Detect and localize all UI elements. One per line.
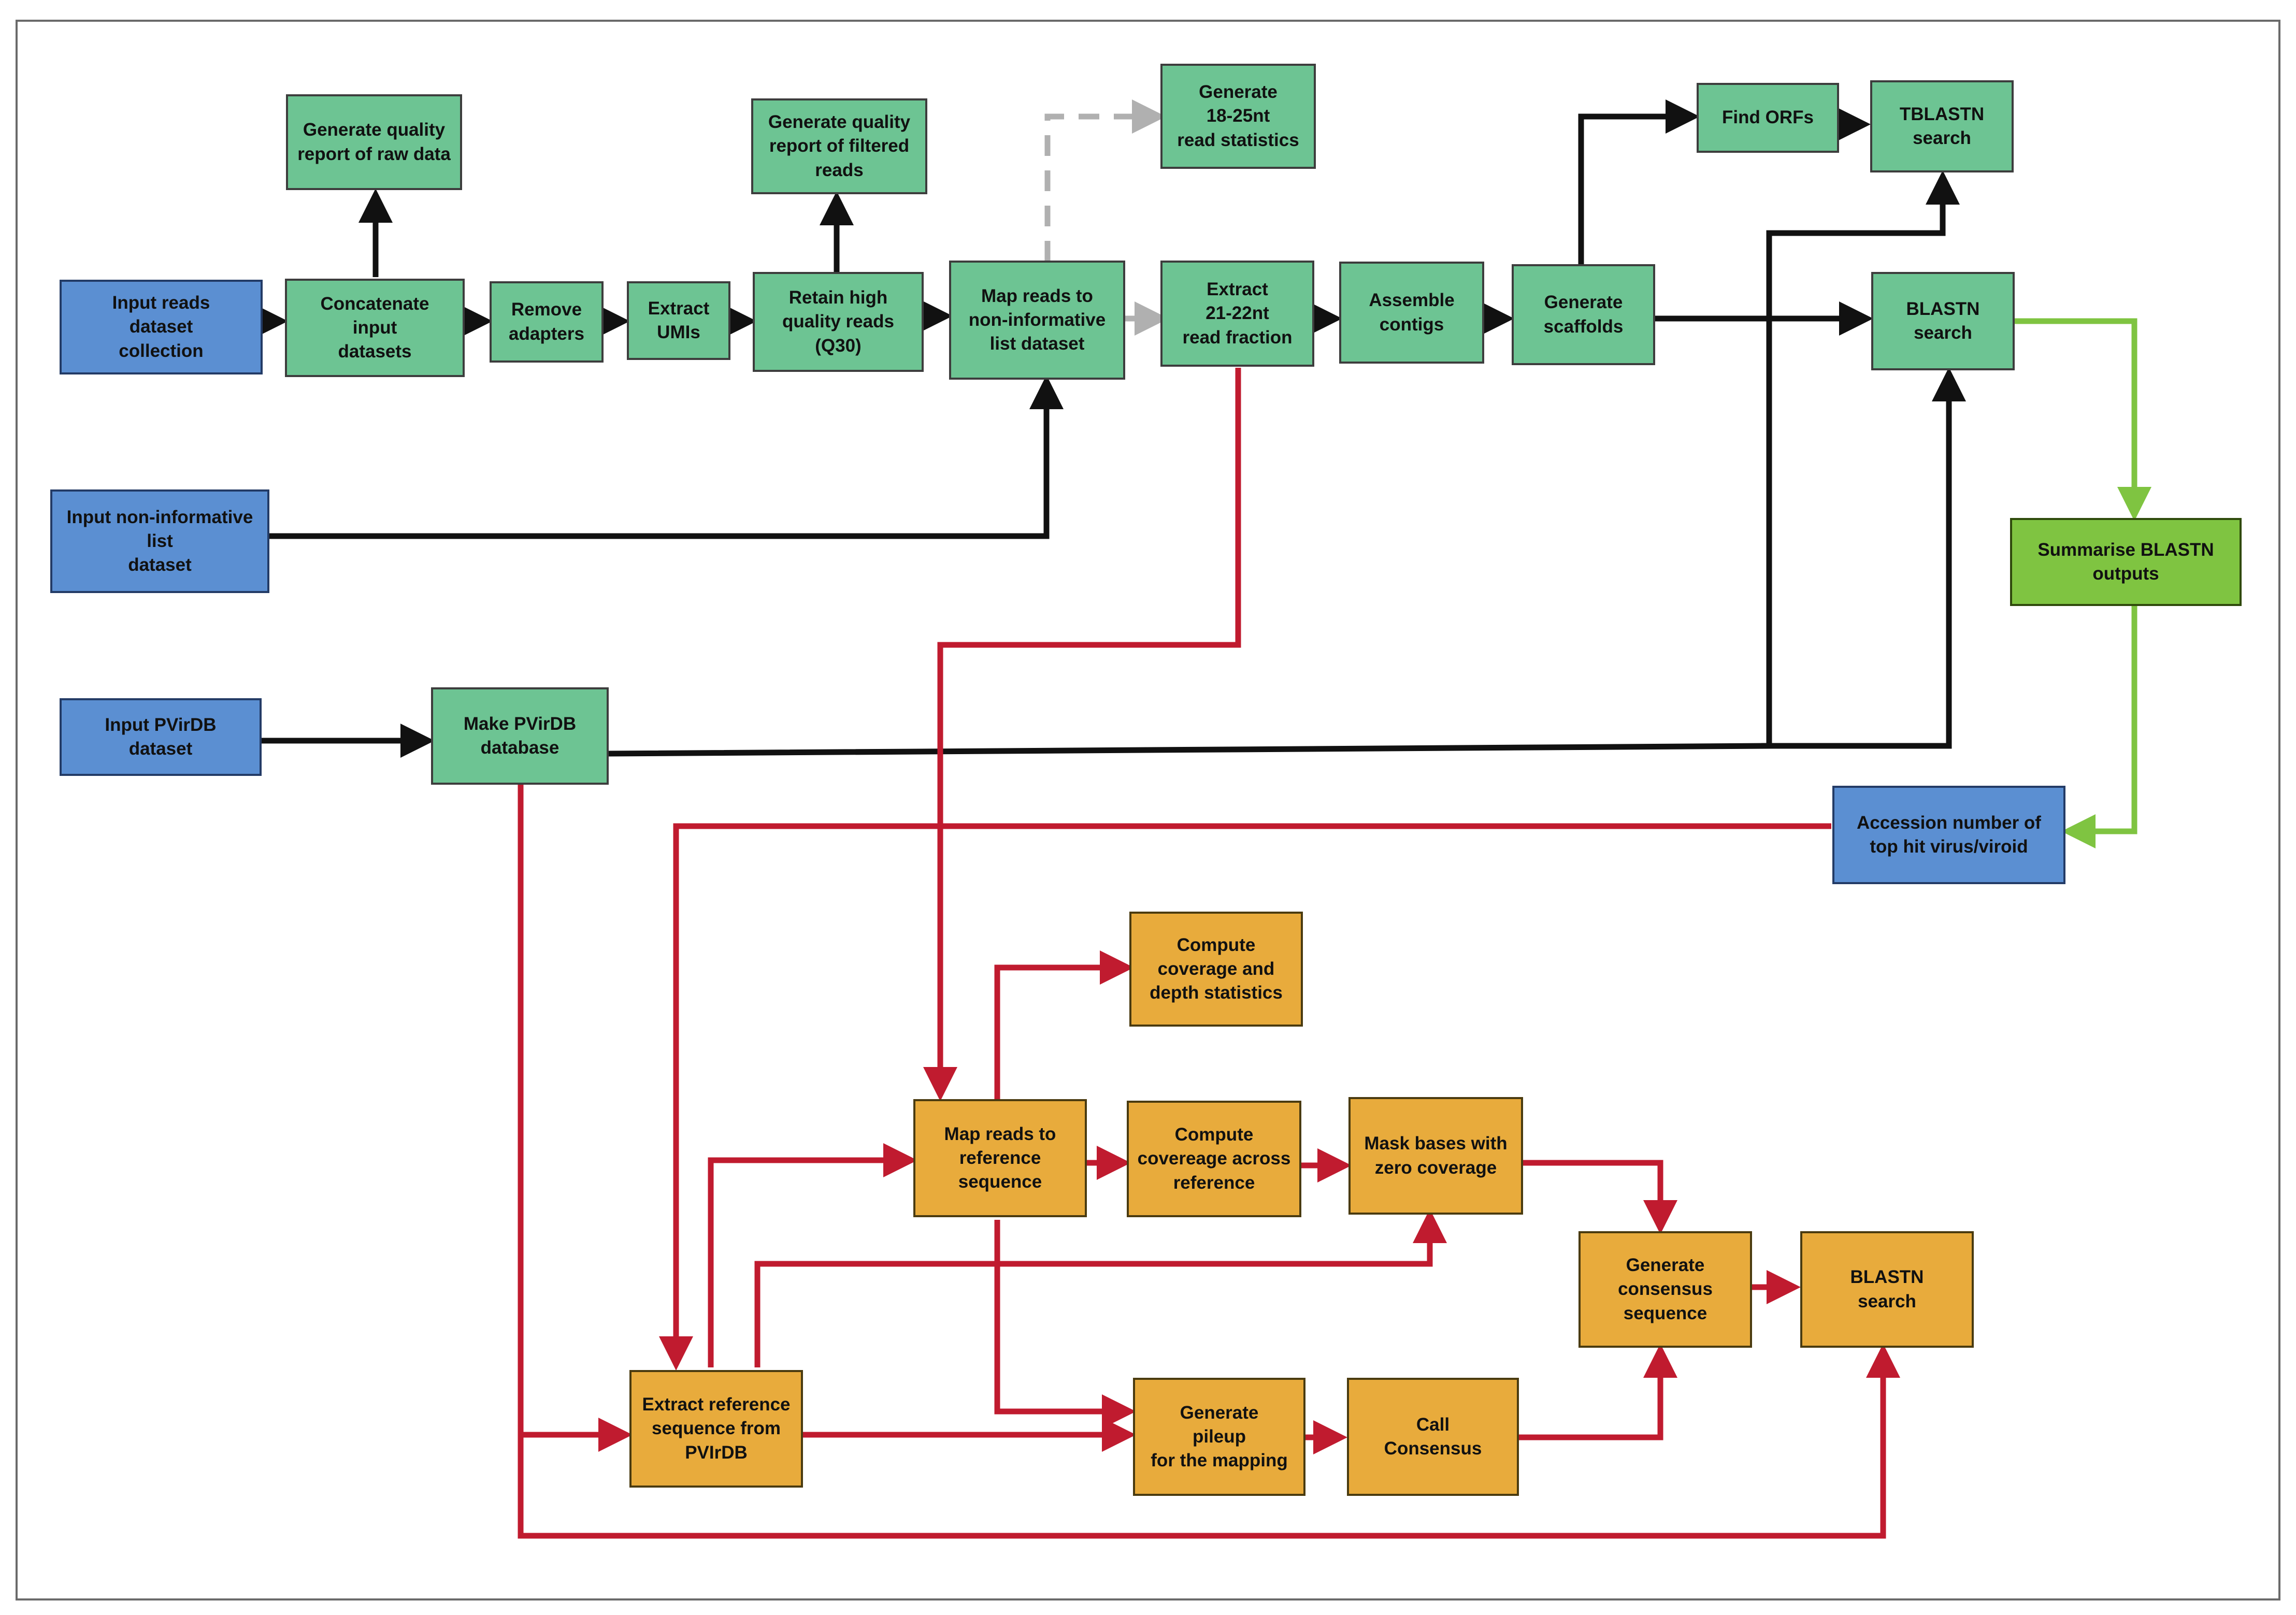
node-input-pvirdb: Input PVirDB dataset bbox=[60, 698, 262, 776]
node-assemble-contigs: Assemble contigs bbox=[1339, 262, 1484, 364]
node-make-pvirdb: Make PVirDB database bbox=[431, 687, 609, 785]
node-coverage-across-reference: Compute covereage across reference bbox=[1127, 1101, 1301, 1217]
edge-pvirdb-to-extract-ref bbox=[518, 785, 633, 1452]
node-extract-reference-sequence: Extract reference sequence from PVIrDB bbox=[629, 1370, 803, 1488]
node-call-consensus: Call Consensus bbox=[1347, 1378, 1519, 1496]
node-read-statistics-18-25: Generate 18-25nt read statistics bbox=[1160, 64, 1316, 169]
diagram-frame bbox=[16, 20, 2280, 1600]
node-generate-pileup: Generate pileup for the mapping bbox=[1133, 1378, 1305, 1496]
node-input-noninformative-list: Input non-informative list dataset bbox=[50, 489, 269, 593]
node-generate-scaffolds: Generate scaffolds bbox=[1512, 264, 1655, 365]
node-retain-q30: Retain high quality reads (Q30) bbox=[753, 272, 924, 372]
node-extract-21-22: Extract 21-22nt read fraction bbox=[1160, 261, 1314, 367]
node-accession-number: Accession number of top hit virus/viroid bbox=[1832, 786, 2065, 884]
edge-scaffolds-to-find-orfs bbox=[1578, 99, 1700, 264]
node-quality-report-raw: Generate quality report of raw data bbox=[286, 94, 462, 190]
edge-blastn-to-summarise bbox=[2014, 318, 2151, 521]
node-summarise-blastn: Summarise BLASTN outputs bbox=[2010, 518, 2242, 606]
node-input-reads: Input reads dataset collection bbox=[60, 280, 263, 374]
node-blastn-search-bottom: BLASTN search bbox=[1800, 1231, 1974, 1348]
edge-map-ref-to-pileup bbox=[994, 1220, 1136, 1429]
node-coverage-depth-stats: Compute coverage and depth statistics bbox=[1129, 912, 1303, 1027]
edge-noninf-to-map-noninf bbox=[269, 375, 1064, 539]
edge-summarise-to-accession bbox=[2061, 606, 2137, 848]
node-blastn-search-top: BLASTN search bbox=[1871, 272, 2015, 370]
edge-mask-to-consensus bbox=[1523, 1160, 1677, 1234]
edge-extract-2122-to-map-ref bbox=[923, 368, 1241, 1101]
node-map-noninformative: Map reads to non-informative list datase… bbox=[949, 261, 1125, 380]
node-mask-zero-coverage: Mask bases with zero coverage bbox=[1348, 1097, 1523, 1215]
node-remove-adapters: Remove adapters bbox=[490, 281, 604, 363]
node-generate-consensus-sequence: Generate consensus sequence bbox=[1578, 1231, 1752, 1348]
node-tblastn-search: TBLASTN search bbox=[1870, 80, 2014, 172]
edge-pvirdb-to-tblastn bbox=[608, 170, 1960, 757]
node-extract-umis: Extract UMIs bbox=[627, 281, 730, 360]
edge-call-consensus-to-consensus bbox=[1519, 1344, 1677, 1440]
edge-extract-ref-to-map-ref bbox=[708, 1143, 917, 1367]
node-map-reads-reference: Map reads to reference sequence bbox=[913, 1099, 1087, 1217]
edge-map-noninf-to-stats-1825 bbox=[1044, 99, 1166, 262]
edge-extract-ref-to-mask bbox=[754, 1209, 1447, 1367]
edge-map-ref-to-cov-depth bbox=[994, 950, 1134, 1101]
node-quality-report-filtered: Generate quality report of filtered read… bbox=[751, 98, 927, 194]
edge-pvirdb-to-blastn-bottom bbox=[518, 1344, 1900, 1539]
edge-accession-to-extract-ref bbox=[659, 823, 1831, 1371]
edge-pvirdb-to-blastn bbox=[1761, 367, 1966, 749]
node-find-orfs: Find ORFs bbox=[1697, 83, 1839, 153]
node-concatenate-datasets: Concatenate input datasets bbox=[285, 279, 465, 377]
